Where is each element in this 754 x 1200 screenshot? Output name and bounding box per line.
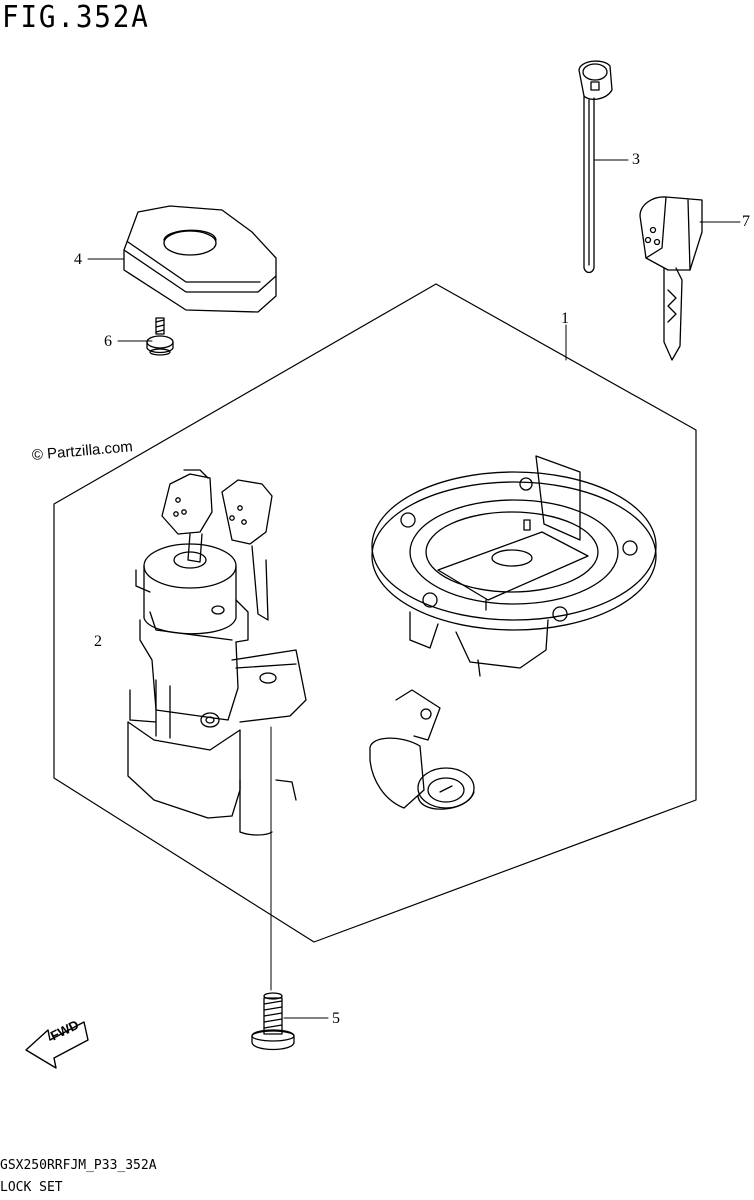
fuel-cap-lock: [371, 455, 657, 677]
seat-lock: [369, 689, 475, 810]
ignition-switch-part-2: [127, 469, 307, 836]
key-blank-part-7: [639, 196, 703, 361]
callout-5[interactable]: 5: [332, 1010, 340, 1027]
callout-3[interactable]: 3: [632, 151, 640, 168]
callout-1[interactable]: 1: [561, 310, 569, 327]
callout-7[interactable]: 7: [742, 213, 750, 230]
leader-lines: [87, 159, 741, 1019]
footer-diagram-code: GSX250RRFJM_P33_352A: [0, 1158, 157, 1173]
figure-title: FIG.352A: [2, 0, 150, 35]
footer-assembly-name: LOCK SET: [0, 1180, 63, 1195]
callout-2[interactable]: 2: [94, 633, 102, 650]
cover-part-4: [123, 205, 277, 313]
bolt-part-5: [251, 992, 295, 1051]
callout-6[interactable]: 6: [104, 333, 112, 350]
callout-4[interactable]: 4: [74, 251, 82, 268]
lock-set-group-outline: [53, 283, 697, 943]
fwd-arrow: [25, 1021, 89, 1069]
screw-part-6: [146, 317, 174, 356]
cable-tie-part-3: [578, 60, 613, 274]
